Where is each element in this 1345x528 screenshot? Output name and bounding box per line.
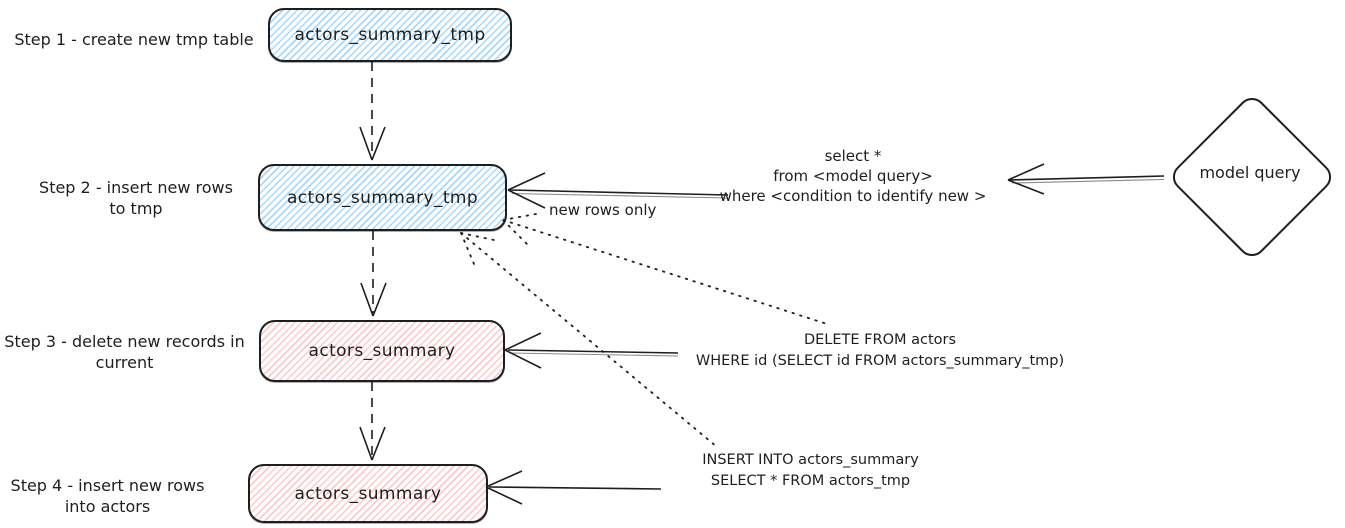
- arrow-insert-sql-to-actors-summary: [485, 470, 662, 505]
- model-query-sql-text: select * from <model query> where <condi…: [719, 147, 987, 205]
- new-rows-only-label: new rows only: [549, 201, 657, 219]
- dashed-arrow-step3-to-step4: [359, 382, 386, 461]
- arrow-diamond-to-select-sql: [1007, 163, 1165, 195]
- step-2-label: Step 2 - insert new rows to tmp: [39, 178, 233, 218]
- step-4-label: Step 4 - insert new rows into actors: [10, 476, 205, 516]
- arrow-delete-sql-to-actors-summary: [504, 332, 679, 369]
- dashed-arrow-step1-to-step2: [359, 62, 386, 161]
- insert-sql-text: INSERT INTO actors_summary SELECT * FROM…: [702, 452, 919, 489]
- node-label: actors_summary: [308, 341, 456, 361]
- step-1-label: Step 1 - create new tmp table: [14, 30, 254, 49]
- model-query-label: model query: [1199, 163, 1301, 182]
- node-actors-summary-step4: actors_summary: [248, 464, 488, 523]
- node-label: actors_summary: [294, 483, 442, 504]
- node-actors-summary-step3: actors_summary: [259, 320, 505, 382]
- node-actors-summary-tmp-step1: actors_summary_tmp: [268, 8, 512, 62]
- step-3-label: Step 3 - delete new records in current: [4, 332, 245, 372]
- node-actors-summary-tmp-step2: actors_summary_tmp: [258, 164, 507, 231]
- node-label: actors_summary_tmp: [286, 187, 479, 208]
- dashed-arrow-step2-to-step3: [360, 231, 387, 317]
- delete-sql-text: DELETE FROM actors WHERE id (SELECT id F…: [695, 332, 1065, 369]
- dotted-arrow-delete-sql-to-tmp: [502, 213, 828, 325]
- node-label: actors_summary_tmp: [294, 25, 486, 45]
